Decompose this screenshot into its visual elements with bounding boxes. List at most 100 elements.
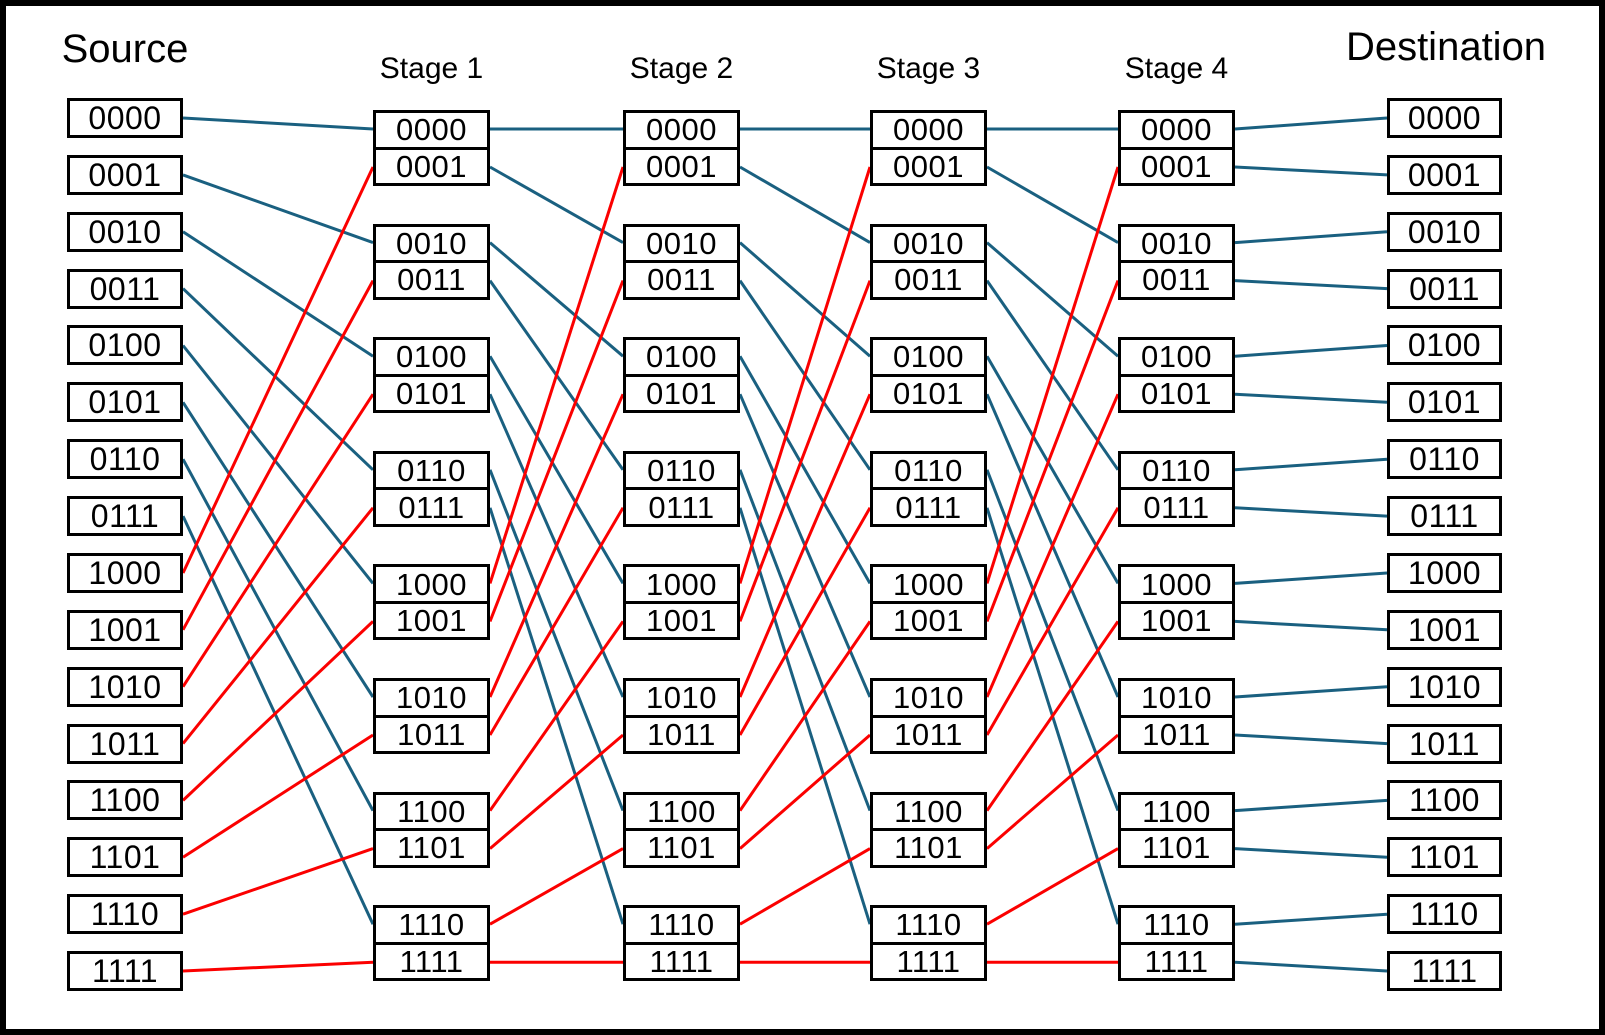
stage-1-node-0111: 0111 xyxy=(376,487,487,524)
stage-4-node-0010: 0010 xyxy=(1141,225,1212,261)
stage-2-node-0100: 0100 xyxy=(646,339,717,375)
red-link-line xyxy=(182,847,374,916)
destination-node-1010: 1010 xyxy=(1387,666,1502,707)
red-link-line xyxy=(488,166,625,584)
source-node-0100: 0100 xyxy=(67,325,183,366)
stage-1-node-1110: 1110 xyxy=(398,907,465,943)
source-node-0000: 0000 xyxy=(67,98,183,138)
destination-column-label: Destination xyxy=(1345,25,1547,69)
stage-2-node-0010: 0010 xyxy=(646,225,717,261)
stage-2-node-1010: 1010 xyxy=(646,680,717,716)
stage-2-label: Stage 2 xyxy=(629,52,734,85)
stage-1-node-0011: 0011 xyxy=(376,260,487,297)
blue-link-line xyxy=(1234,230,1388,245)
red-link-line xyxy=(985,507,1120,736)
blue-link-line xyxy=(181,344,375,585)
red-link-line xyxy=(488,507,625,736)
source-node-1011: 1011 xyxy=(67,723,183,764)
source-node-1110: 1110 xyxy=(67,894,183,935)
destination-node-0001: 0001 xyxy=(1387,154,1502,195)
stage-3-node-0101: 0101 xyxy=(873,373,984,411)
stage-1-node-0101: 0101 xyxy=(376,373,487,411)
red-link-line xyxy=(182,733,374,859)
blue-link-line xyxy=(1234,344,1388,358)
stage-1-node-0010: 0010 xyxy=(396,225,467,261)
source-node-0101: 0101 xyxy=(67,382,183,423)
stage-3-label: Stage 3 xyxy=(876,52,981,85)
stage-1-node-1011: 1011 xyxy=(376,714,487,752)
stage-4-node-1100: 1100 xyxy=(1142,793,1211,829)
stage-3-node-1100: 1100 xyxy=(894,793,963,829)
stage-4-node-0011: 0011 xyxy=(1121,260,1232,297)
destination-node-1000: 1000 xyxy=(1387,552,1502,593)
source-node-0110: 0110 xyxy=(67,439,183,480)
red-link-line xyxy=(986,733,1119,850)
stage-1-node-0001: 0001 xyxy=(376,146,487,184)
red-link-line xyxy=(986,847,1119,926)
stage-1-node-1111: 1111 xyxy=(376,941,487,979)
stage-1-node-0110: 0110 xyxy=(397,453,466,489)
stage-1-label: Stage 1 xyxy=(379,52,484,85)
destination-node-0100: 0100 xyxy=(1387,325,1502,366)
red-link-line xyxy=(739,733,871,850)
stage-1-node-1001: 1001 xyxy=(376,600,487,638)
stage-3-node-0010: 0010 xyxy=(893,225,964,261)
source-node-0111: 0111 xyxy=(67,496,183,537)
stage-2-node-1001: 1001 xyxy=(626,600,737,638)
stage-1-node-1000: 1000 xyxy=(396,566,467,602)
blue-link-line xyxy=(489,241,624,358)
stage-4-node-0111: 0111 xyxy=(1121,487,1232,524)
source-node-1000: 1000 xyxy=(67,552,183,593)
blue-link-line xyxy=(489,165,624,244)
destination-node-1111: 1111 xyxy=(1387,951,1502,992)
red-link-line xyxy=(985,620,1120,812)
blue-link-line xyxy=(1234,279,1388,291)
stage-2-node-0000: 0000 xyxy=(646,112,717,148)
source-node-0010: 0010 xyxy=(67,211,183,252)
destination-node-1001: 1001 xyxy=(1387,609,1502,650)
stage-3-node-1001: 1001 xyxy=(873,600,984,638)
destination-node-0010: 0010 xyxy=(1387,211,1502,252)
destination-node-0111: 0111 xyxy=(1387,496,1502,537)
stage-1-node-1100: 1100 xyxy=(397,793,466,829)
red-link-line xyxy=(985,166,1120,584)
stage-3-node-1111: 1111 xyxy=(873,941,984,979)
stage-3-node-1000: 1000 xyxy=(893,566,964,602)
stage-1-node-1010: 1010 xyxy=(396,680,467,716)
red-link-line xyxy=(738,280,872,622)
stage-3-node-0011: 0011 xyxy=(873,260,984,297)
stage-2-node-0101: 0101 xyxy=(626,373,737,411)
stage-4-node-1011: 1011 xyxy=(1121,714,1232,752)
blue-link-line xyxy=(1234,457,1388,472)
stage-2-node-1101: 1101 xyxy=(626,828,737,865)
stage-4-node-0101: 0101 xyxy=(1121,373,1232,411)
destination-node-0000: 0000 xyxy=(1387,98,1502,138)
red-link-line xyxy=(488,620,625,812)
stage-3-node-0000: 0000 xyxy=(893,112,964,148)
blue-link-line xyxy=(739,241,871,358)
blue-link-line xyxy=(1234,960,1388,973)
red-link-line xyxy=(985,280,1120,622)
stage-2-node-0110: 0110 xyxy=(647,453,716,489)
stage-4-node-1101: 1101 xyxy=(1121,828,1232,865)
blue-link-line xyxy=(1234,506,1388,518)
stage-3-node-1011: 1011 xyxy=(873,714,984,752)
stage-4-node-0100: 0100 xyxy=(1141,339,1212,375)
blue-link-line xyxy=(1234,912,1388,926)
blue-link-line xyxy=(1234,392,1388,404)
blue-link-line xyxy=(182,116,374,131)
blue-link-line xyxy=(181,287,375,471)
blue-link-line xyxy=(986,165,1119,244)
